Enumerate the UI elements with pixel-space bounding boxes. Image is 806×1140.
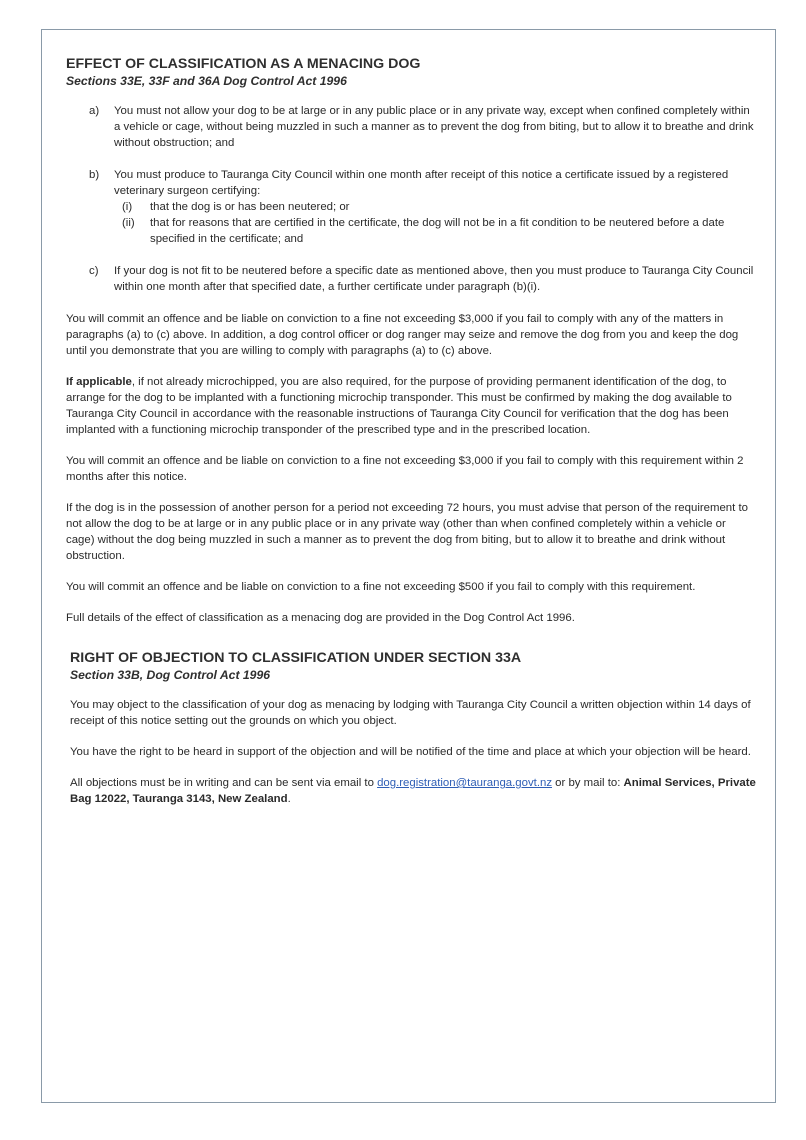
list-item: c) If your dog is not fit to be neutered… <box>66 263 756 295</box>
contact-paragraph: All objections must be in writing and ca… <box>70 775 756 807</box>
sub-list-marker: (i) <box>122 201 133 213</box>
microchip-offence-paragraph: You will commit an offence and be liable… <box>66 455 744 483</box>
list-item: b) You must produce to Tauranga City Cou… <box>66 167 756 247</box>
contact-text-start: All objections must be in writing and ca… <box>70 777 378 789</box>
list-item: a) You must not allow your dog to be at … <box>66 103 756 151</box>
microchip-text: , if not already microchipped, you are a… <box>66 376 732 436</box>
full-details-paragraph: Full details of the effect of classifica… <box>66 612 575 624</box>
right-to-be-heard-paragraph: You have the right to be heard in suppor… <box>70 746 751 758</box>
list-item-text: If your dog is not fit to be neutered be… <box>114 265 754 293</box>
list-marker: a) <box>89 105 100 117</box>
sub-list-item-text: that the dog is or has been neutered; or <box>150 201 350 213</box>
section2-heading: RIGHT OF OBJECTION TO CLASSIFICATION UND… <box>70 650 522 666</box>
microchip-paragraph: If applicable, if not already microchipp… <box>66 374 756 438</box>
sub-list-item: (ii) that for reasons that are certified… <box>114 215 756 247</box>
list-marker: c) <box>89 265 99 277</box>
document-content: EFFECT OF CLASSIFICATION AS A MENACING D… <box>66 56 756 822</box>
offence-paragraph: You will commit an offence and be liable… <box>66 313 739 357</box>
contact-text-end: . <box>287 793 291 805</box>
objection-section: RIGHT OF OBJECTION TO CLASSIFICATION UND… <box>66 650 756 807</box>
sub-list-item-text: that for reasons that are certified in t… <box>150 217 725 245</box>
list-item-text: You must produce to Tauranga City Counci… <box>114 169 729 197</box>
possession-paragraph: If the dog is in the possession of anoth… <box>66 502 748 562</box>
section1-heading: EFFECT OF CLASSIFICATION AS A MENACING D… <box>66 56 421 72</box>
list-item-text: You must not allow your dog to be at lar… <box>114 105 754 149</box>
if-applicable-label: If applicable <box>66 376 132 388</box>
possession-offence-paragraph: You will commit an offence and be liable… <box>66 581 696 593</box>
sub-list-marker: (ii) <box>122 217 135 229</box>
list-marker: b) <box>89 169 100 181</box>
list-item-body: You must produce to Tauranga City Counci… <box>114 167 756 247</box>
section2-subheading: Section 33B, Dog Control Act 1996 <box>70 668 271 682</box>
page-border <box>41 29 776 1103</box>
sub-list-item: (i) that the dog is or has been neutered… <box>114 199 756 215</box>
requirements-list: a) You must not allow your dog to be at … <box>66 103 756 295</box>
contact-text-mid: or by mail to: <box>552 777 624 789</box>
postal-address: Animal Services, Private Bag 12022, Taur… <box>70 777 756 805</box>
email-link[interactable]: dog.registration@tauranga.govt.nz <box>377 777 553 789</box>
section1-subheading: Sections 33E, 33F and 36A Dog Control Ac… <box>66 74 347 88</box>
objection-paragraph: You may object to the classification of … <box>70 699 751 727</box>
